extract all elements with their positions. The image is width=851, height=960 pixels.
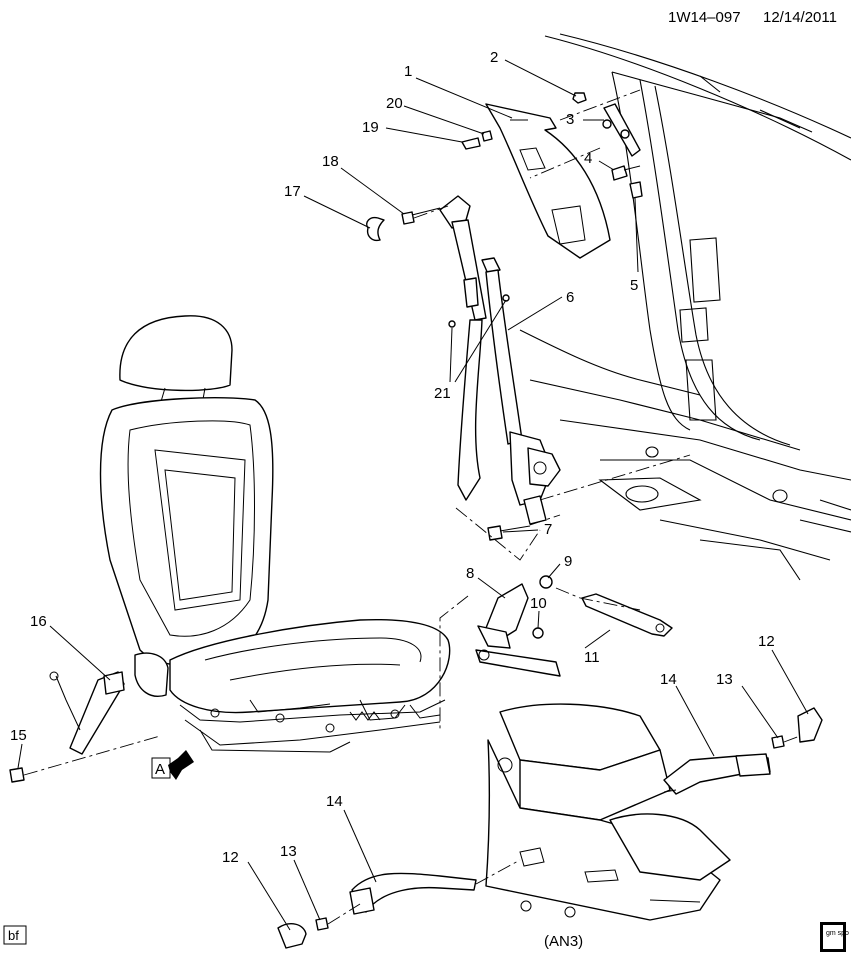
- view-a-letter: A: [155, 761, 165, 778]
- callout-20: 20: [386, 95, 403, 112]
- callout-3: 3: [566, 111, 574, 128]
- callout-12-left: 12: [222, 849, 239, 866]
- part-14-buckle-left: [349, 872, 477, 915]
- callout-15: 15: [10, 727, 27, 744]
- callout-13-right: 13: [716, 671, 733, 688]
- part-20-nut: [481, 130, 493, 142]
- bottom-left-tag: bf: [3, 925, 27, 945]
- assembly-center-lines: [23, 89, 801, 925]
- part-18-bolt: [401, 207, 441, 225]
- gm-spo-logo: gm spo: [820, 922, 849, 952]
- callout-5: 5: [630, 277, 638, 294]
- part-19-cap: [461, 137, 481, 150]
- part-5-clip: [629, 181, 643, 199]
- part-17-cover: [366, 216, 385, 242]
- callout-7: 7: [544, 521, 552, 538]
- part-12-cover-left: [277, 923, 307, 949]
- callout-10: 10: [530, 595, 547, 612]
- part-3-height-adjuster: [602, 103, 641, 157]
- logo-text: gm spo: [826, 930, 849, 937]
- bottom-left-tag-text: bf: [8, 928, 19, 943]
- part-9-nut: [539, 575, 553, 589]
- callout-14-left: 14: [326, 793, 343, 810]
- part-8-buckle: [475, 583, 561, 677]
- callout-11: 11: [584, 649, 600, 666]
- callout-1: 1: [404, 63, 412, 80]
- callout-19: 19: [362, 119, 379, 136]
- callout-13-left: 13: [280, 843, 297, 860]
- callout-4: 4: [584, 150, 592, 167]
- callout-numbers: 1 2 3 4 5 6 7 8 9 10 11 12 12 13 13 14 1…: [10, 49, 775, 866]
- callout-6: 6: [566, 289, 574, 306]
- part-12-cover-right: [797, 707, 823, 743]
- part-13-bolt-right: [771, 735, 785, 749]
- view-a-arrow-marker: A: [151, 750, 194, 780]
- part-1-center-pillar-trim: [485, 103, 611, 259]
- callout-16: 16: [30, 613, 47, 630]
- part-16-pretensioner: [49, 671, 125, 755]
- part-13-bolt-left: [315, 917, 329, 931]
- seat-assembly: [99, 315, 451, 753]
- bottom-center-tag: (AN3): [544, 933, 583, 950]
- diagram-code: 1W14–097: [668, 9, 741, 26]
- part-14-buckle-right: [663, 753, 771, 795]
- callout-18: 18: [322, 153, 339, 170]
- part-4-bolt: [611, 165, 641, 181]
- part-7-bolt: [487, 525, 531, 541]
- callout-21: 21: [434, 385, 451, 402]
- callout-2: 2: [490, 49, 498, 66]
- callout-14-right: 14: [660, 671, 677, 688]
- diagram-date: 12/14/2011: [763, 9, 837, 26]
- callout-leader-lines: [17, 59, 809, 931]
- part-15-bolt: [9, 767, 25, 783]
- callout-17: 17: [284, 183, 301, 200]
- vehicle-body-structure: [519, 33, 851, 581]
- part-10-nut: [532, 627, 544, 639]
- part-6-seat-belt-retractor: [439, 195, 561, 525]
- callout-12-right: 12: [758, 633, 775, 650]
- callout-9: 9: [564, 553, 572, 570]
- part-11-anchor-plate: [581, 593, 673, 637]
- callout-8: 8: [466, 565, 474, 582]
- part-2-clip: [572, 92, 587, 104]
- part-21-pins: [448, 294, 510, 328]
- center-console: [485, 703, 731, 921]
